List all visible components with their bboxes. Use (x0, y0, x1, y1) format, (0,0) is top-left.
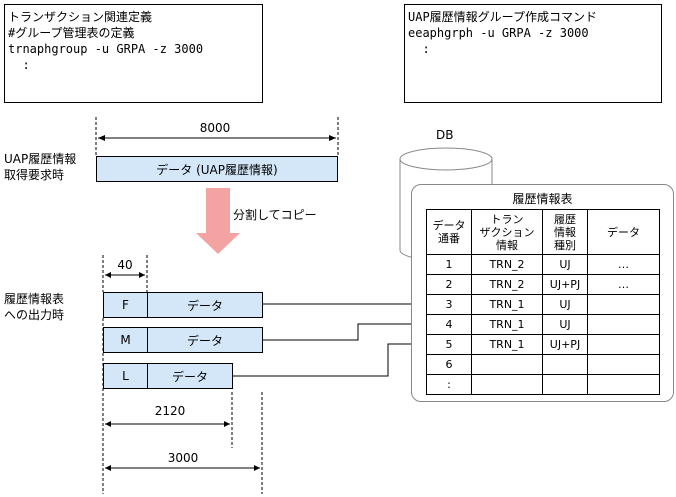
segment-flag: F (103, 292, 148, 318)
size-3000: 3000 (167, 451, 199, 465)
segment-data: データ (147, 292, 263, 318)
output-label: 履歴情報表 への出力時 (4, 292, 65, 322)
acquire-label: UAP履歴情報 取得要求時 (4, 152, 77, 182)
transaction-definition-box: トランザクション関連定義 #グループ管理表の定義 trnaphgroup -u … (4, 4, 263, 103)
copy-arrow (196, 188, 240, 254)
col-header-data: データ (587, 209, 660, 255)
segment-flag: L (103, 363, 148, 389)
segment-row-l: L データ (103, 363, 233, 389)
code-line: trnaphgroup -u GRPA -z 3000 (8, 42, 204, 56)
code-line: #グループ管理表の定義 (8, 26, 135, 40)
segment-flag: M (103, 327, 148, 353)
size-40: 40 (117, 258, 133, 272)
code-line: : (8, 58, 30, 72)
code-line: eeaphgrph -u GRPA -z 3000 (408, 26, 589, 40)
table-title: 履歴情報表 (512, 192, 573, 206)
command-box: UAP履歴情報グループ作成コマンド eeaphgrph -u GRPA -z 3… (404, 4, 662, 103)
size-2120: 2120 (154, 404, 186, 418)
code-line: UAP履歴情報グループ作成コマンド (408, 10, 597, 24)
col-header-transaction: トランザクション情報 (471, 209, 543, 255)
col-header-seq: データ通番 (426, 209, 472, 255)
code-line: : (408, 42, 430, 56)
size-8000: 8000 (199, 121, 231, 135)
segment-row-m: M データ (103, 327, 263, 353)
segment-data: データ (147, 327, 263, 353)
segment-row-f: F データ (103, 292, 263, 318)
code-line: トランザクション関連定義 (8, 10, 153, 24)
table-row: : (426, 374, 660, 395)
db-label: DB (436, 128, 454, 142)
segment-data: データ (147, 363, 233, 389)
col-header-type: 履歴情報種別 (542, 209, 588, 255)
table-row: 6 (426, 354, 660, 375)
copy-label: 分割してコピー (233, 208, 317, 222)
uap-history-data-bar: データ (UAP履歴情報) (96, 156, 338, 182)
